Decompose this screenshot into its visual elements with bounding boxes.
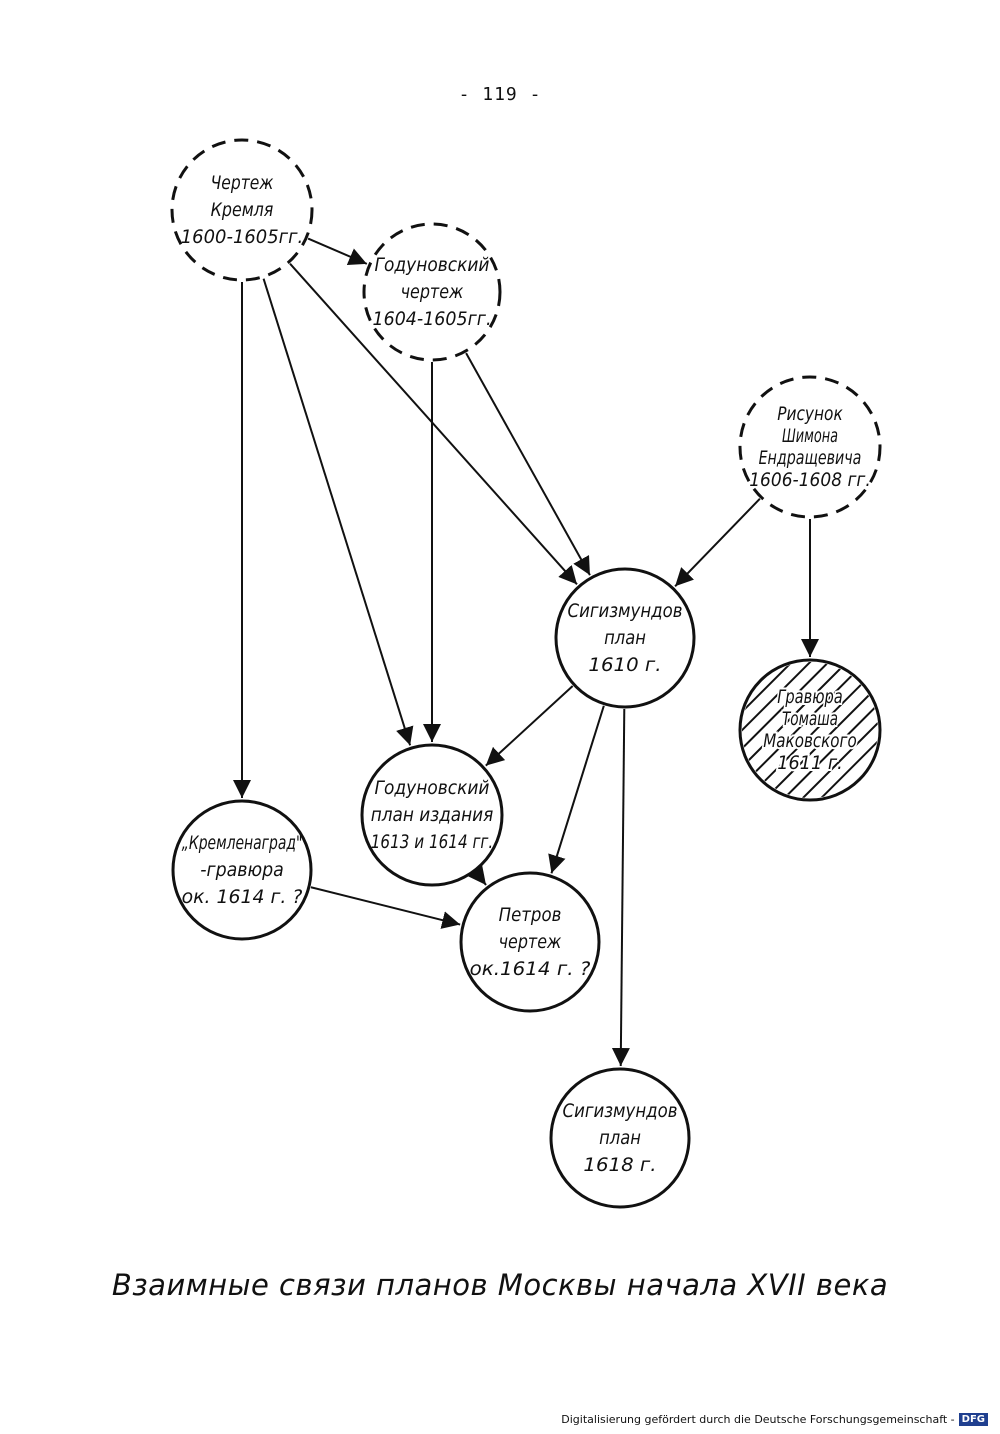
edge-n2-n4 — [465, 352, 591, 576]
node-label-n5-line-2: Маковского — [763, 730, 857, 752]
node-label-n5-line-0: Гравюра — [777, 686, 842, 708]
node-label-n6-line-1: план издания — [371, 804, 494, 826]
node-circle-n7 — [171, 799, 313, 941]
node-circle-n2 — [362, 222, 502, 362]
node-label-n2-line-1: чертеж — [401, 281, 464, 303]
node-label-n1-line-2: 1600-1605гг. — [181, 226, 304, 248]
node-label-n9-line-2: 1618 г. — [583, 1154, 656, 1176]
edge-n6-n8 — [467, 865, 487, 886]
edge-n3-n4 — [674, 498, 761, 587]
node-circle-n1 — [170, 138, 314, 282]
edge-n1-n6 — [262, 278, 414, 746]
node-circle-n3 — [738, 375, 882, 519]
diagram-caption: Взаимные связи планов Москвы начала XVII… — [111, 1268, 889, 1302]
node-label-n4-line-2: 1610 г. — [588, 654, 661, 676]
page-number: - 119 - — [458, 84, 542, 105]
node-label-n7-line-1: -гравюра — [200, 859, 284, 881]
edge-n1-n4 — [289, 262, 578, 586]
edge-n4-n9 — [611, 708, 630, 1067]
node-n4: Сигизмундов план 1610 г. — [554, 567, 696, 709]
node-label-n8-line-0: Петров — [499, 904, 562, 926]
node-label-n4-line-0: Сигизмундов — [568, 600, 683, 622]
node-label-n1-line-1: Кремля — [211, 199, 274, 221]
node-label-n3-line-0: Рисунок — [777, 403, 843, 425]
node-label-n3-line-1: Шимона — [782, 425, 838, 447]
edge-n7-n8 — [310, 886, 461, 929]
node-label-n2-line-0: Годуновский — [375, 254, 490, 276]
node-label-n5-line-3: 1611 г. — [777, 752, 842, 774]
node-circle-n4 — [554, 567, 696, 709]
node-hatching-n5 — [742, 662, 878, 798]
edge-n1-n2 — [307, 237, 368, 265]
node-n7: „Кремленаград" -гравюра ок. 1614 г. ? — [171, 799, 313, 941]
node-label-n9-line-0: Сигизмундов — [563, 1100, 678, 1122]
node-circle-n8 — [459, 871, 601, 1013]
node-circle-n6 — [360, 743, 504, 887]
dfg-logo: DFG — [958, 1413, 988, 1426]
node-label-n9-line-1: план — [599, 1127, 641, 1149]
node-circle-n9 — [549, 1067, 691, 1209]
node-n6: Годуновский план издания 1613 и 1614 гг. — [360, 743, 504, 887]
node-n9: Сигизмундов план 1618 г. — [549, 1067, 691, 1209]
edge-n4-n6 — [485, 685, 574, 767]
node-label-n5-line-1: Томаша — [782, 708, 838, 730]
node-label-n4-line-1: план — [604, 627, 646, 649]
node-label-n6-line-0: Годуновский — [375, 777, 490, 799]
node-n8: Петров чертеж ок.1614 г. ? — [459, 871, 601, 1013]
digitization-footer: Digitalisierung gefördert durch die Deut… — [561, 1413, 988, 1426]
node-label-n1-line-0: Чертеж — [211, 172, 274, 194]
node-label-n8-line-1: чертеж — [499, 931, 562, 953]
node-label-n2-line-2: 1604-1605гг. — [373, 308, 492, 330]
node-label-n7-line-0: „Кремленаград" — [182, 832, 303, 854]
edge-n4-n8 — [548, 705, 605, 874]
footer-text: Digitalisierung gefördert durch die Deut… — [561, 1413, 955, 1426]
node-label-n3-line-2: Ендращевича — [759, 447, 862, 469]
node-n2: Годуновский чертеж 1604-1605гг. — [362, 222, 502, 362]
node-label-n7-line-2: ок. 1614 г. ? — [182, 886, 303, 908]
node-label-n3-line-3: 1606-1608 гг. — [749, 469, 871, 491]
node-label-n8-line-2: ок.1614 г. ? — [470, 958, 591, 980]
node-label-n6-line-2: 1613 и 1614 гг. — [371, 831, 494, 853]
